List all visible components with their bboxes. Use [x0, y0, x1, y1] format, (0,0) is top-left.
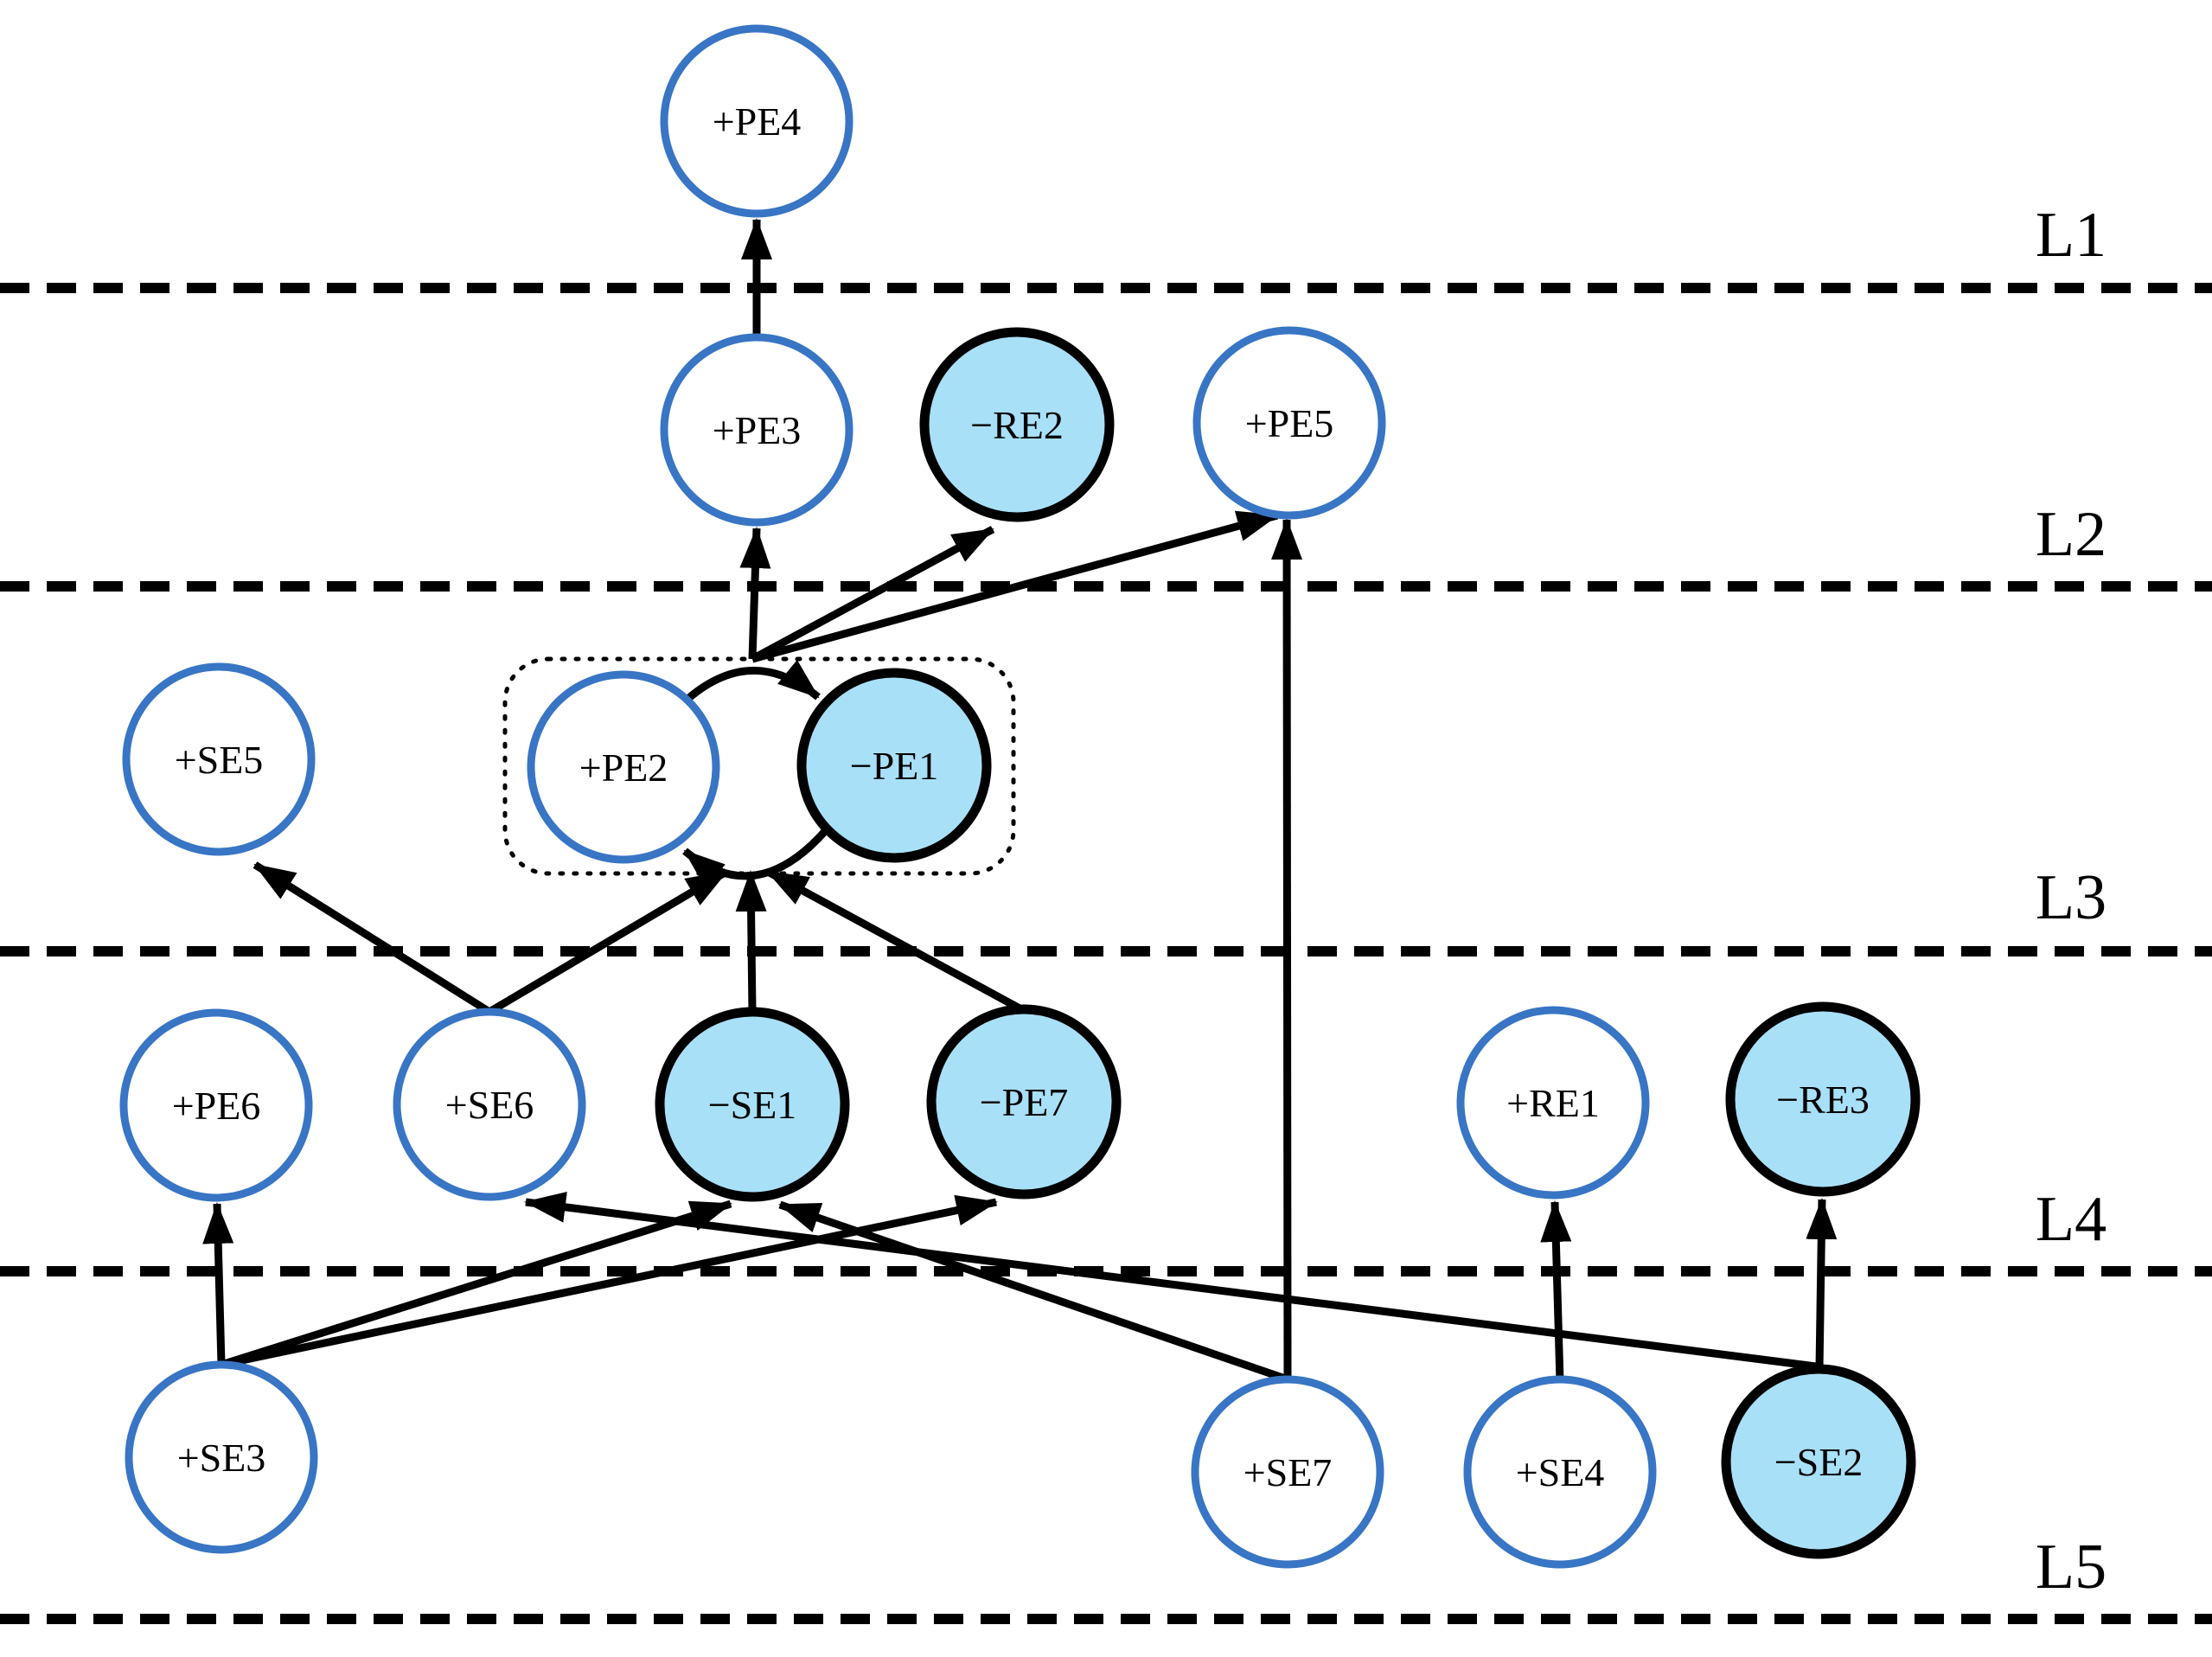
node-SE5-label: +SE5 — [175, 738, 264, 782]
node-PE2-circle — [527, 670, 720, 864]
node-PE7-circle — [926, 1004, 1122, 1200]
node-SE7-circle — [1191, 1375, 1384, 1569]
node-SE1-circle — [655, 1007, 850, 1202]
node-SE5-circle — [122, 662, 316, 856]
layer-label-L4: L4 — [2036, 1184, 2107, 1255]
edge-group-PE3 — [739, 527, 771, 660]
edge-SE3-PE7 — [221, 1194, 998, 1369]
node-PE2-label: +PE2 — [579, 745, 668, 790]
layer-label-L1: L1 — [2036, 200, 2107, 271]
edge-SE1-group — [735, 870, 767, 1013]
edge-group-RE2 — [750, 526, 995, 662]
node-PE1-label: −PE1 — [850, 744, 939, 788]
node-SE3-circle — [125, 1360, 318, 1554]
node-SE6-label: +SE6 — [445, 1083, 534, 1127]
node-PE4-circle — [660, 24, 853, 218]
node-SE7-label: +SE7 — [1243, 1450, 1333, 1494]
layer-label-L2: L2 — [2036, 499, 2107, 570]
layer-label-L5: L5 — [2036, 1532, 2107, 1603]
node-PE3-label: +PE3 — [713, 408, 802, 452]
edge-SE3-PE6 — [202, 1202, 234, 1366]
edge-PE7-group — [765, 868, 1024, 1013]
node-PE6-label: +PE6 — [172, 1084, 261, 1128]
node-RE2-circle — [919, 327, 1115, 522]
node-PE5-circle — [1192, 326, 1386, 520]
node-SE2-label: −SE2 — [1774, 1440, 1864, 1484]
node-PE3-circle — [660, 333, 853, 527]
node-SE1-label: −SE1 — [708, 1083, 797, 1127]
node-PE1-circle — [796, 668, 992, 863]
edge-SE7-SE1 — [778, 1200, 1289, 1384]
edge-SE3-SE1 — [220, 1200, 732, 1369]
edge-SE2-SE6 — [524, 1191, 1817, 1371]
node-SE2-circle — [1721, 1364, 1916, 1559]
node-RE2-label: −RE2 — [970, 403, 1064, 447]
node-SE6-circle — [393, 1008, 586, 1201]
node-SE4-circle — [1463, 1375, 1657, 1569]
node-SE3-label: +SE3 — [177, 1436, 266, 1480]
edge-SE7-PE5 — [1271, 518, 1303, 1380]
edge-SE2-RE3 — [1806, 1198, 1838, 1370]
node-PE7-label: −PE7 — [980, 1080, 1069, 1124]
node-RE1-circle — [1456, 1006, 1650, 1200]
node-RE3-label: −RE3 — [1776, 1078, 1870, 1122]
node-RE3-circle — [1725, 1001, 1921, 1197]
edge-SE6-group — [487, 868, 729, 1015]
edge-PE2-PE1 — [681, 659, 821, 706]
edge-group-PE5 — [751, 510, 1279, 663]
node-PE6-circle — [119, 1008, 313, 1202]
edge-PE1-PE2 — [682, 828, 829, 889]
edge-SE4-RE1 — [1540, 1200, 1572, 1382]
node-PE5-label: +PE5 — [1245, 401, 1334, 445]
layer-label-L3: L3 — [2036, 862, 2107, 933]
node-RE1-label: +RE1 — [1506, 1081, 1600, 1125]
edge-SE6-SE5 — [253, 861, 492, 1015]
node-PE4-label: +PE4 — [713, 99, 802, 144]
node-SE4-label: +SE4 — [1516, 1450, 1605, 1494]
